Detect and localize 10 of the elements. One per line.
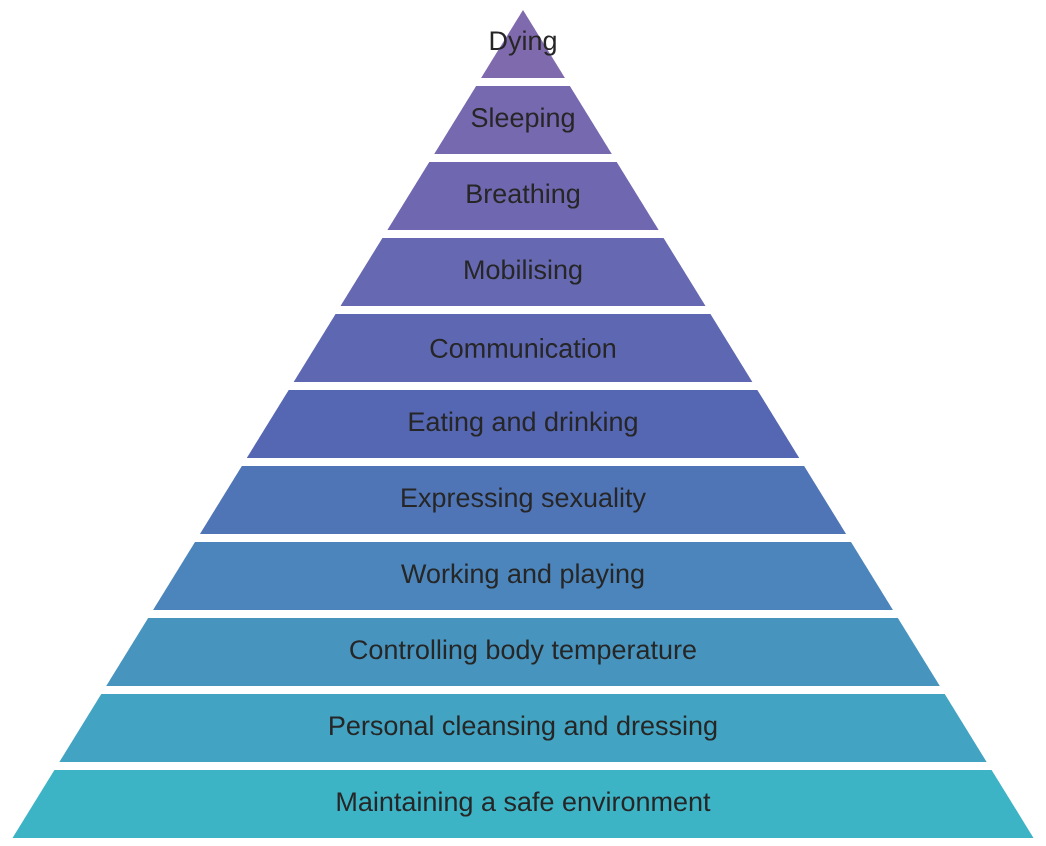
pyramid-band: Sleeping — [434, 86, 612, 154]
pyramid-band: Expressing sexuality — [199, 466, 847, 534]
pyramid-band: Mobilising — [340, 238, 706, 306]
pyramid-band: Breathing — [387, 162, 659, 230]
pyramid-band: Maintaining a safe environment — [12, 770, 1034, 838]
pyramid-band: Working and playing — [153, 542, 893, 610]
pyramid-band: Communication — [293, 314, 753, 382]
pyramid-band: Controlling body temperature — [106, 618, 940, 686]
pyramid-band: Eating and drinking — [246, 390, 800, 458]
pyramid-band: Personal cleansing and dressing — [59, 694, 987, 762]
